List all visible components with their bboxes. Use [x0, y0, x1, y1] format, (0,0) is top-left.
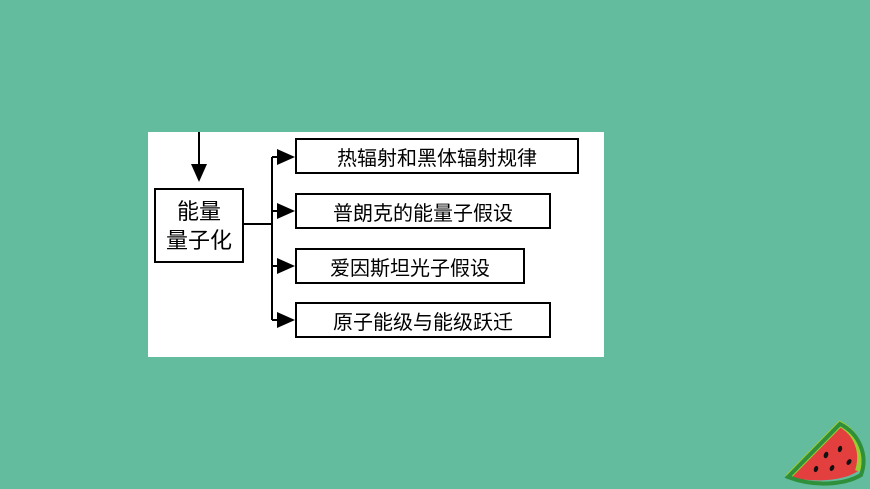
branch-label-4: 原子能级与能级跃迁	[333, 310, 513, 334]
connector-lines	[191, 132, 295, 328]
branch-node-1: 热辐射和黑体辐射规律	[295, 138, 579, 174]
branch-node-4: 原子能级与能级跃迁	[295, 302, 551, 338]
branch-node-2: 普朗克的能量子假设	[295, 193, 551, 229]
branch-label-2: 普朗克的能量子假设	[333, 201, 513, 225]
branch-label-3: 爱因斯坦光子假设	[330, 256, 490, 280]
root-node: 能量 量子化	[154, 188, 244, 263]
root-label-line-2: 量子化	[165, 228, 232, 254]
branch-node-3: 爱因斯坦光子假设	[295, 248, 525, 284]
watermelon-slice-icon	[784, 420, 866, 486]
root-label-line-1: 能量	[176, 199, 221, 225]
mind-map-panel: 能量 量子化 热辐射和黑体辐射规律 普朗克的能量子假设 爱因斯坦光子假设 原子能…	[148, 132, 604, 357]
branch-label-1: 热辐射和黑体辐射规律	[337, 146, 537, 170]
